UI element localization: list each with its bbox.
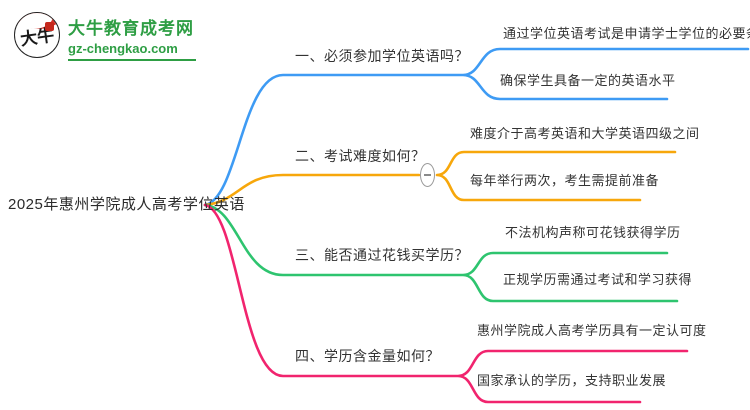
logo-text-block: 大牛教育成考网 gz-chengkao.com: [68, 12, 196, 61]
root-node[interactable]: 2025年惠州学院成人高考学位英语: [8, 196, 245, 213]
branch-2-child-1-node[interactable]: 难度介于高考英语和大学英语四级之间: [470, 126, 700, 141]
site-name: 大牛教育成考网: [68, 19, 194, 38]
branch-4-connector: [203, 203, 689, 404]
branch-2-collapse-button[interactable]: [420, 163, 435, 187]
branch-1-connector: [203, 47, 750, 207]
minus-icon: [424, 174, 431, 176]
logo-red-arc-icon: [15, 13, 59, 29]
logo-underline: [68, 59, 196, 61]
branch-3-node[interactable]: 三、能否通过花钱买学历？: [295, 247, 469, 263]
branch-3-child-2-node[interactable]: 正规学历需通过考试和学习获得: [503, 272, 693, 287]
branch-1-child-1-node[interactable]: 通过学位英语考试是申请学士学位的必要条件: [503, 26, 750, 41]
branch-3-connector: [203, 203, 679, 303]
branch-4-child-1-node[interactable]: 惠州学院成人高考学历具有一定认可度: [477, 323, 707, 338]
branch-2-child-2-node[interactable]: 每年举行两次，考生需提前准备: [470, 173, 660, 188]
branch-2-node[interactable]: 二、考试难度如何？: [295, 148, 426, 164]
branch-1-node[interactable]: 一、必须参加学位英语吗？: [295, 48, 469, 64]
branch-1-child-2-node[interactable]: 确保学生具备一定的英语水平: [500, 73, 676, 88]
branch-4-node[interactable]: 四、学历含金量如何？: [295, 348, 440, 364]
branch-4-child-2-node[interactable]: 国家承认的学历，支持职业发展: [477, 373, 667, 388]
site-url: gz-chengkao.com: [68, 41, 178, 56]
branch-3-child-1-node[interactable]: 不法机构声称可花钱获得学历: [505, 225, 681, 240]
branch-2-connector: [203, 150, 677, 207]
site-logo[interactable]: 大牛 大牛教育成考网 gz-chengkao.com: [14, 12, 196, 61]
logo-seal-icon: [45, 22, 54, 31]
logo-bull-icon: 大牛: [14, 12, 60, 58]
